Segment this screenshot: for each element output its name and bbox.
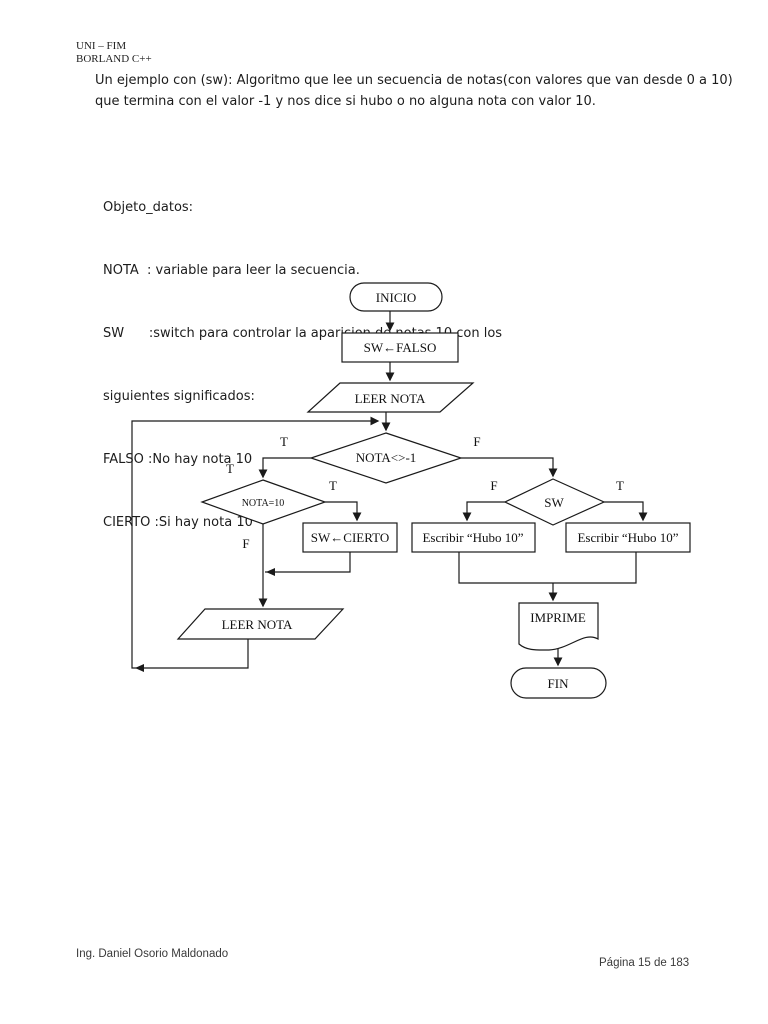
arrow-cond-true xyxy=(258,457,311,479)
line-swcierto-join xyxy=(265,552,351,573)
header-course: BORLAND C++ xyxy=(76,53,152,65)
branch-label-sw-f: F xyxy=(490,478,497,493)
line-escribir-join xyxy=(458,552,637,584)
branch-label-nota10-f: F xyxy=(242,536,249,551)
branch-label-sw-t: T xyxy=(616,478,624,493)
intro-paragraph: Un ejemplo con (sw): Algoritmo que lee u… xyxy=(95,73,733,109)
page-header: UNI – FIM BORLAND C++ xyxy=(76,40,152,66)
branch-label-nota-f: F xyxy=(473,434,480,449)
loop-back-line xyxy=(131,416,380,669)
data-object-line: NOTA : variable para leer la secuencia. xyxy=(103,263,360,278)
process-escribir-t xyxy=(565,522,691,553)
process-sw-cierto-label: SW←CIERTO xyxy=(311,530,389,545)
process-sw-cierto xyxy=(302,522,398,553)
data-object-title: Objeto_datos: xyxy=(103,200,194,215)
decision-nota xyxy=(309,432,463,484)
data-object-block: Objeto_datos: NOTA : variable para leer … xyxy=(103,155,502,554)
terminal-fin xyxy=(510,667,607,699)
arrow-cond-false xyxy=(461,457,558,478)
terminal-inicio-label: INICIO xyxy=(376,290,416,305)
decision-nota10 xyxy=(200,479,327,525)
document-imprime-label: IMPRIME xyxy=(530,610,586,625)
io-leer-nota-1 xyxy=(306,382,475,413)
branch-label-outer-t: T xyxy=(226,461,234,476)
io-leer-nota-2-label: LEER NOTA xyxy=(222,617,293,632)
decision-sw xyxy=(503,478,606,526)
io-leer-nota-2 xyxy=(176,608,345,640)
branch-label-nota10-t: T xyxy=(329,478,337,493)
data-object-line: siguientes significados: xyxy=(103,389,255,404)
arrow-sw-escribir-f xyxy=(462,501,505,522)
terminal-inicio xyxy=(349,282,443,312)
branch-label-nota-t: T xyxy=(280,434,288,449)
decision-nota-label: NOTA<>-1 xyxy=(356,450,417,465)
header-institution: UNI – FIM xyxy=(76,40,127,52)
arrowhead-loop-left xyxy=(135,664,144,672)
decision-sw-label: SW xyxy=(544,495,564,510)
process-sw-falso-label: SW←FALSO xyxy=(364,340,437,355)
decision-nota10-label: NOTA=10 xyxy=(242,498,285,509)
terminal-fin-label: FIN xyxy=(548,676,570,691)
process-escribir-f xyxy=(411,522,536,553)
arrow-nota10-swcierto xyxy=(325,501,362,522)
process-sw-falso xyxy=(341,332,459,363)
footer-page-number: Página 15 de 183 xyxy=(599,957,690,969)
document-imprime xyxy=(518,602,599,651)
process-escribir-t-label: Escribir “Hubo 10” xyxy=(577,530,678,545)
arrowhead-join-left xyxy=(266,568,275,576)
footer-author: Ing. Daniel Osorio Maldonado xyxy=(76,948,229,960)
arrow-sw-escribir-t xyxy=(604,501,648,522)
io-leer-nota-1-label: LEER NOTA xyxy=(355,391,426,406)
data-object-line: FALSO :No hay nota 10 xyxy=(103,452,253,467)
process-escribir-f-label: Escribir “Hubo 10” xyxy=(422,530,523,545)
